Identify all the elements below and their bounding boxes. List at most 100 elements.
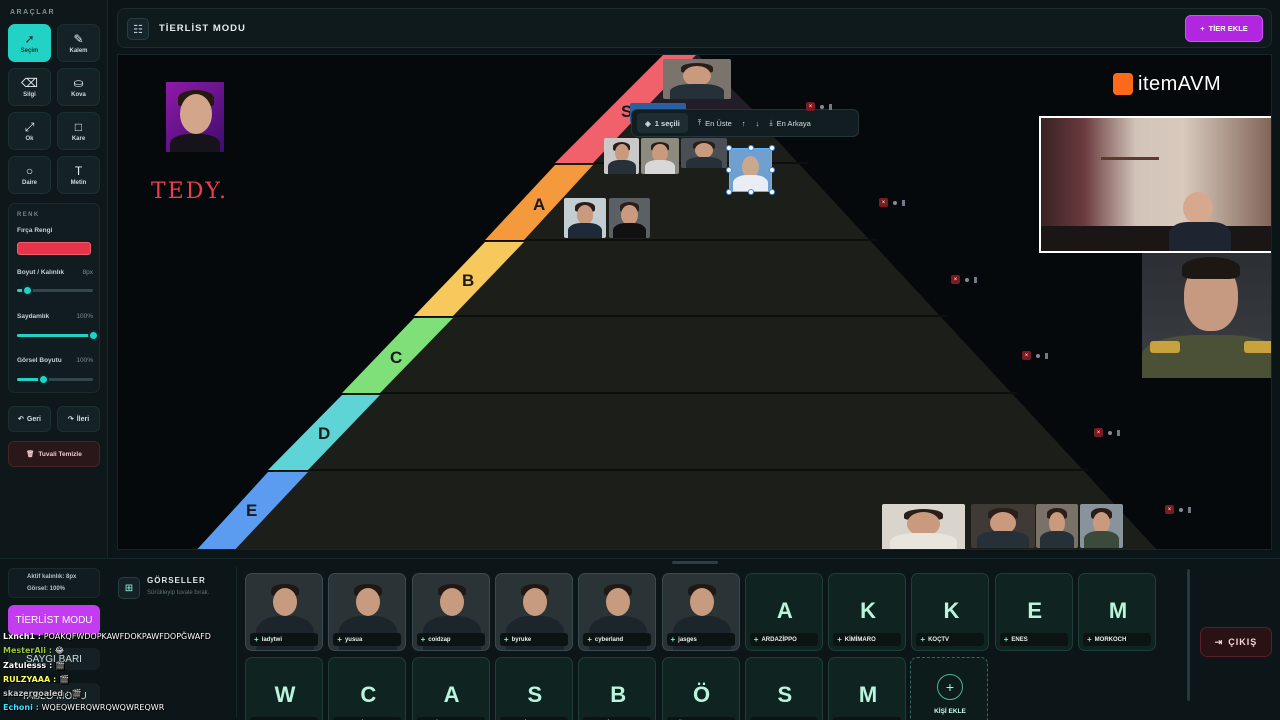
size-slider-knob[interactable] [21, 285, 33, 296]
send-to-back-button[interactable]: ⤓ En Arkaya [769, 118, 811, 128]
placed-image[interactable] [641, 138, 679, 174]
close-icon[interactable]: × [1165, 505, 1174, 514]
undo-button[interactable]: ↶ Geri [8, 406, 51, 432]
settings-icon[interactable] [820, 104, 824, 109]
opacity-slider[interactable] [17, 330, 99, 341]
tool-eraser-button[interactable]: ⌫ Silgi [8, 68, 51, 106]
plus-icon[interactable]: + [1003, 635, 1009, 644]
row-controls-s[interactable]: × [806, 102, 832, 111]
plus-icon[interactable]: + [1087, 635, 1092, 644]
placed-image[interactable] [609, 198, 650, 238]
tool-bucket-button[interactable]: ⛀ Kova [57, 68, 100, 106]
gallery-card[interactable]: A+AZİZ [411, 657, 490, 720]
gallery-card[interactable]: C+CATGİRLAM [328, 657, 407, 720]
image-size-slider[interactable] [17, 374, 93, 385]
opacity-slider-knob[interactable] [88, 330, 99, 341]
gallery-card[interactable]: +jasges [661, 573, 740, 651]
tierlist-mode-button[interactable]: TİERLİST MODU [8, 605, 100, 635]
size-value: 8px [82, 269, 93, 276]
close-icon[interactable]: × [1022, 351, 1031, 360]
tool-square-button[interactable]: □ Kare [57, 112, 100, 150]
add-person-button[interactable]: + KİŞİ EKLE [910, 657, 988, 720]
plus-icon[interactable]: + [670, 635, 676, 644]
tool-select-button[interactable]: ➚ Seçim [8, 24, 51, 62]
plus-icon[interactable]: + [420, 635, 426, 644]
gallery-card[interactable]: +byruke [494, 573, 573, 651]
gallery-card[interactable]: Ö+ÖZER [661, 657, 740, 720]
row-controls-b[interactable]: × [951, 275, 977, 284]
plus-icon[interactable]: + [587, 635, 592, 644]
tool-circle-button[interactable]: ○ Daire [8, 156, 51, 194]
card-initial: E [1027, 598, 1043, 623]
gallery-card[interactable]: A+ARDAZİPPO [744, 573, 823, 651]
tool-pencil-button[interactable]: ✎ Kalem [57, 24, 100, 62]
drag-handle-icon[interactable] [974, 276, 977, 283]
row-controls-e[interactable]: × [1165, 505, 1191, 514]
drag-handle-icon[interactable] [1117, 429, 1120, 436]
drag-handle-icon[interactable] [1188, 506, 1191, 513]
settings-icon[interactable] [1108, 430, 1112, 435]
gallery-card[interactable]: S+SOYKAN [744, 657, 823, 720]
plus-icon[interactable]: + [337, 635, 342, 644]
settings-icon[interactable] [1179, 507, 1183, 512]
gallery-card[interactable]: E+ENES [994, 573, 1073, 651]
image-size-slider-knob[interactable] [37, 374, 49, 385]
placed-image[interactable] [663, 59, 731, 99]
placed-image[interactable] [1080, 504, 1123, 548]
drag-handle-icon[interactable] [1045, 352, 1048, 359]
plus-icon[interactable]: + [920, 635, 926, 644]
resize-grip[interactable] [672, 561, 718, 564]
gallery-card[interactable]: S+SEMİH [494, 657, 573, 720]
gallery-card[interactable]: +cyberland [578, 573, 657, 651]
placed-image[interactable] [1036, 504, 1078, 548]
placed-image[interactable] [882, 504, 965, 549]
placed-image[interactable] [604, 138, 639, 174]
tier-label-b: B [462, 271, 474, 290]
gallery-card[interactable]: B+BEKİR [578, 657, 657, 720]
arrow-icon: ⤢ [24, 119, 35, 134]
bring-to-front-button[interactable]: ⤒ En Üste [698, 118, 732, 128]
settings-icon[interactable] [893, 200, 897, 205]
move-up-button[interactable]: ↑ [742, 119, 746, 128]
close-icon[interactable]: × [1094, 428, 1103, 437]
gallery-card[interactable]: +coidzap [411, 573, 490, 651]
move-down-button[interactable]: ↓ [756, 119, 760, 128]
plus-icon[interactable]: + [837, 635, 842, 644]
plus-icon[interactable]: + [753, 635, 759, 644]
drag-handle-icon[interactable] [902, 199, 905, 206]
plus-icon[interactable]: + [503, 635, 509, 644]
row-controls-c[interactable]: × [1022, 351, 1048, 360]
placed-image-selected[interactable] [729, 148, 772, 192]
table-mode-button[interactable]: TABLO MODU [8, 683, 100, 709]
gallery-card[interactable]: M+MK [828, 657, 907, 720]
gallery-card[interactable]: M+MORKOCH [1078, 573, 1156, 651]
close-icon[interactable]: × [951, 275, 960, 284]
close-icon[interactable]: × [806, 102, 815, 111]
row-controls-a[interactable]: × [879, 198, 905, 207]
add-tier-button[interactable]: + TİER EKLE [1185, 15, 1263, 42]
gallery-card[interactable]: K+KİMİMARO [828, 573, 907, 651]
tool-text-button[interactable]: T Metin [57, 156, 100, 194]
close-icon[interactable]: × [879, 198, 888, 207]
gallery-card[interactable]: +yusua [328, 573, 407, 651]
brush-color-swatch[interactable] [17, 242, 91, 255]
settings-icon[interactable] [965, 277, 969, 282]
respect-bar-button[interactable]: SAYGI BARI [8, 648, 100, 670]
exit-button[interactable]: ⇥ ÇIKIŞ [1200, 627, 1272, 657]
plus-icon[interactable]: + [254, 635, 259, 644]
tool-arrow-button[interactable]: ⤢ Ok [8, 112, 51, 150]
placed-image[interactable] [971, 504, 1035, 548]
size-slider[interactable] [17, 285, 93, 296]
drag-handle-icon[interactable] [829, 103, 832, 110]
clear-canvas-button[interactable]: 🗑 Tuvali Temizle [8, 441, 100, 467]
settings-icon[interactable] [1036, 353, 1040, 358]
placed-image[interactable] [564, 198, 606, 238]
tierlist-canvas[interactable]: S A B C D E TEDY. [117, 54, 1272, 550]
redo-button[interactable]: ↷ İleri [57, 406, 100, 432]
row-controls-d[interactable]: × [1094, 428, 1120, 437]
gallery-scrollbar[interactable] [1187, 569, 1190, 701]
gallery-card[interactable]: K+KOÇTV [911, 573, 990, 651]
gallery-card[interactable]: W+WRAT [245, 657, 323, 720]
gallery-card[interactable]: +ladytwi [245, 573, 323, 651]
placed-image[interactable] [681, 138, 727, 168]
